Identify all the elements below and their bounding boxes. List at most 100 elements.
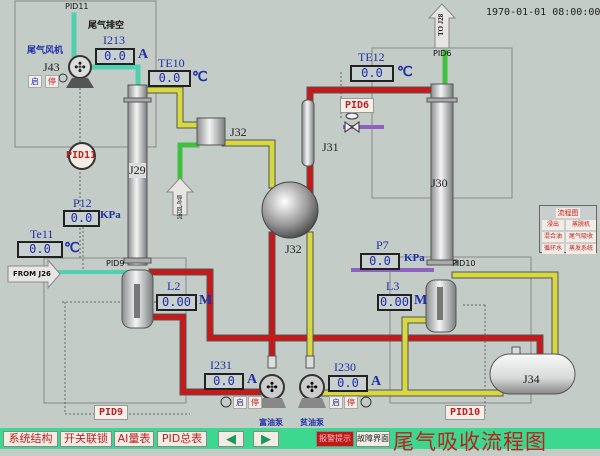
sight-glass-j30 [437,287,443,320]
p7-value: 0.0 [360,253,400,270]
fan-start-button[interactable]: 启 [28,75,42,88]
prev-page-button[interactable]: ◀ [218,431,244,447]
nav-switch-interlock[interactable]: 开关联锁 [60,431,112,447]
pump2-stop-button[interactable]: 停 [344,396,358,409]
pid10-group-box [389,256,532,404]
pid9-top-label: PID9 [106,259,125,268]
i231-tag: I231 [210,358,232,372]
legend-link-leaching[interactable]: 浸出 [542,220,564,230]
fan-name: 尾气风机 [27,46,64,56]
inlet-arrow-label: 导气回流 [175,195,182,219]
i231-unit: A [247,372,258,387]
heat-exchanger-j32 [196,117,226,146]
condenser-j31 [301,99,315,167]
te10-value: 0.0 [148,70,191,87]
inlet-arrow [165,177,195,216]
cyan-pipe [87,64,141,88]
pump-rich-oil-icon: ✣ [258,355,286,408]
vent-label: 尾气排空 [88,21,125,31]
l3-unit: M [414,293,428,308]
te12-value: 0.0 [350,65,394,82]
fan-status-icon [58,73,68,83]
pid10-label[interactable]: PID10 [445,405,486,420]
p7-tag: P7 [376,238,389,252]
j31-label: J31 [322,140,339,154]
svg-text:✣: ✣ [74,59,86,75]
next-page-button[interactable]: ▶ [253,431,279,447]
page-title: 尾气吸收流程图 [393,430,547,454]
green-pipe [177,142,200,193]
svg-text:✣: ✣ [266,379,278,395]
legend-title: 流程图 [556,208,580,218]
i213-tag: I213 [103,33,125,47]
pump1-stop-button[interactable]: 停 [248,396,262,409]
j34-label: J34 [523,372,540,386]
pid11-indicator [68,142,96,170]
legend-link-evaporation[interactable]: 蒸发系统 [566,244,596,254]
yellow-pipe [144,87,558,396]
l2-tag: L2 [167,279,181,293]
p12-value: 0.0 [63,210,100,227]
i213-value: 0.0 [95,48,135,65]
fan-j43-icon: ✣ [66,55,94,88]
column-j30 [430,83,454,265]
l3-tag: L3 [386,279,400,293]
valve-pid6-icon [344,112,360,133]
pump2-status-icon [360,396,372,408]
pid6-top-label: PID6 [433,49,452,58]
pid6-label[interactable]: PID6 [340,98,375,113]
te12-tag: TE12 [358,50,385,64]
sight-glass-j29 [134,284,140,318]
pump1-start-button[interactable]: 启 [233,396,247,409]
pump1-label: 富油泵 [259,418,283,427]
te10-unit: ℃ [192,70,208,85]
pid11-label[interactable]: PID11 [66,150,97,161]
legend-link-tail-gas[interactable]: 尾气吸收 [566,232,596,242]
nav-ai-table[interactable]: AI量表 [114,431,154,447]
nav-system-structure[interactable]: 系统结构 [3,431,58,447]
te11-value: 0.0 [17,241,63,258]
legend-link-cooling-water[interactable]: 循环水 [542,244,564,254]
pump1-status-icon [220,396,232,408]
signal-lines [62,72,486,415]
fan-label: J43 [43,60,60,74]
tank-j34 [489,353,576,395]
flowchart-legend: 流程图 浸出 蒸脱机 混合油 尾气吸收 循环水 蒸发系统 [539,205,597,254]
te11-tag: Te11 [30,227,54,241]
from-j26-arrow [7,258,61,290]
i230-unit: A [371,374,382,389]
l2-value: 0.00 [156,294,197,311]
p7-unit: KPa [404,252,425,264]
j32-hx-label: J32 [230,125,247,139]
i230-tag: I230 [334,360,356,374]
to-j28-arrow [427,3,457,49]
i213-unit: A [138,47,149,62]
column-j29-label: J29 [129,163,146,178]
fault-page-button[interactable]: 故障界面 [356,431,390,447]
legend-link-dtdc[interactable]: 蒸脱机 [566,220,596,230]
column-j30-label: J30 [431,176,448,190]
i230-value: 0.0 [328,375,368,392]
j32-sphere-label: J32 [285,242,302,256]
to-j28-label: TO J28 [437,13,445,36]
fan-stop-button[interactable]: 停 [45,75,59,88]
legend-link-miscella[interactable]: 混合油 [542,232,564,242]
pump2-start-button[interactable]: 启 [329,396,343,409]
svg-text:✣: ✣ [306,379,318,395]
i231-value: 0.0 [204,373,244,390]
signal-line-pid9 [64,302,190,415]
red-pipe [149,87,543,395]
te10-tag: TE10 [158,56,185,70]
alarm-button[interactable]: 报警提示 [316,431,354,447]
pid9-label[interactable]: PID9 [94,405,129,420]
pump2-label: 贫油泵 [300,418,324,427]
p12-tag: P12 [73,196,92,210]
pid10-top-label: PID10 [452,259,476,268]
pid11-top-label: PID11 [65,2,89,11]
nav-pid-table[interactable]: PID总表 [157,431,207,447]
from-j26-label: FROM J26 [13,270,51,278]
pump-lean-oil-icon: ✣ [298,355,326,408]
l3-value: 0.00 [377,294,412,311]
l2-unit: M [199,293,213,308]
p12-unit: KPa [100,209,121,221]
